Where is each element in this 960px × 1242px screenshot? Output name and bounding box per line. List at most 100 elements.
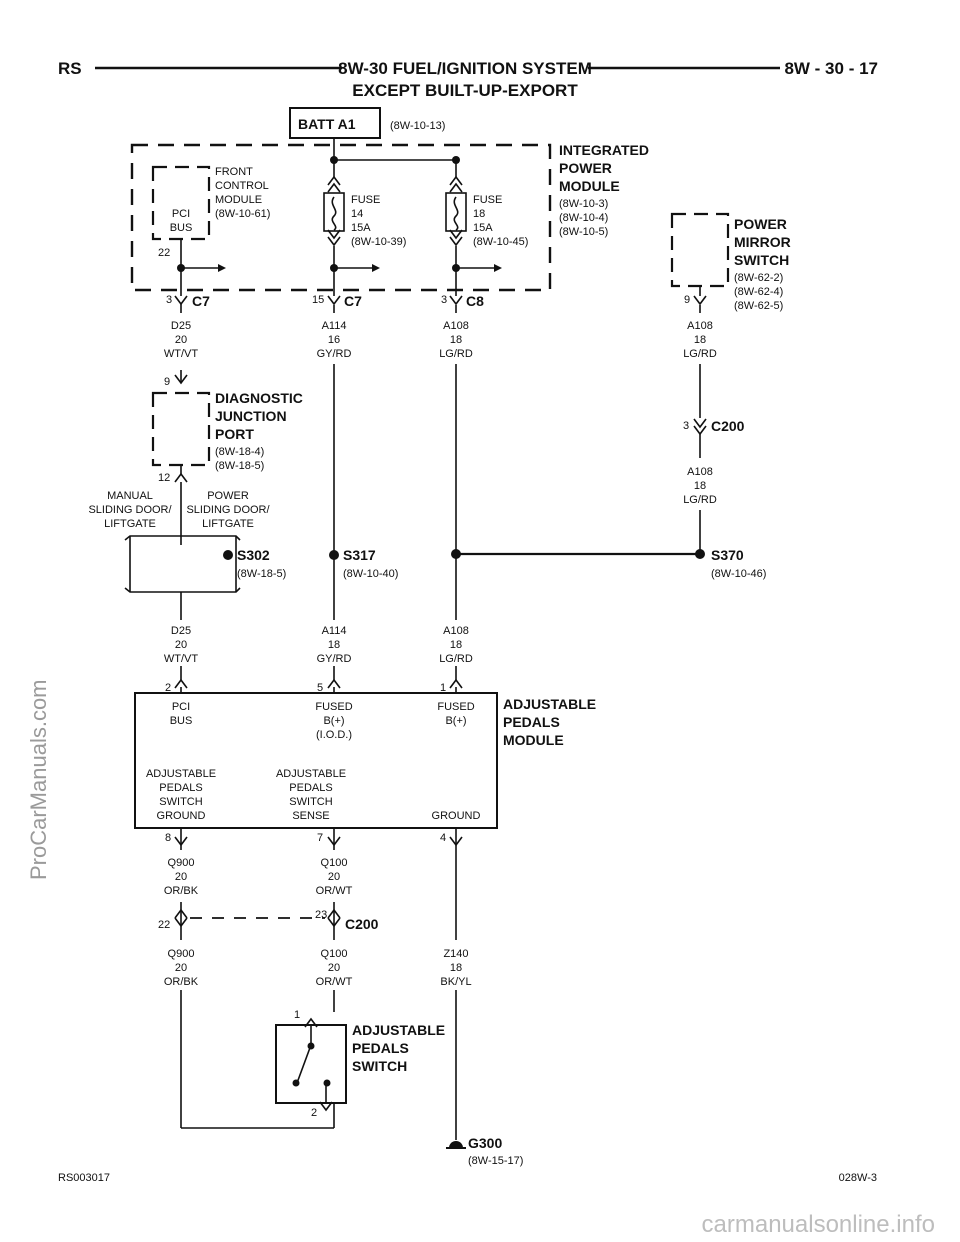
wire-d25-top-2: 20 — [175, 334, 187, 346]
wire-q900-bot-1: Q900 — [168, 948, 195, 960]
c200a-chevron — [693, 418, 707, 428]
fuse14-internal-dot — [330, 264, 338, 272]
wire-z140-3: BK/YL — [440, 976, 471, 988]
fcm-pin: 22 — [158, 247, 170, 259]
apm-fused-iod-3: (I.O.D.) — [316, 729, 352, 741]
fuse18-top-chevron2 — [449, 183, 463, 193]
ipm-ref-2: (8W-10-4) — [559, 212, 608, 224]
s370-name: S370 — [711, 547, 744, 563]
g300-name: G300 — [468, 1135, 502, 1151]
s317-splice-dot — [329, 550, 339, 560]
aps-contact-left — [292, 1079, 300, 1087]
batt-ref: (8W-10-13) — [390, 120, 445, 132]
fuse14-arrow — [372, 264, 380, 272]
pms-title-3: SWITCH — [734, 252, 789, 268]
wire-q900-bot-3: OR/BK — [164, 976, 199, 988]
ipm-ref-3: (8W-10-5) — [559, 226, 608, 238]
fuse18-internal-dot — [452, 264, 460, 272]
wire-a114-bot-2: 18 — [328, 639, 340, 651]
aps-title-1: ADJUSTABLE — [352, 1022, 445, 1038]
wire-q100-top-1: Q100 — [321, 857, 348, 869]
apm-pin-8: 8 — [165, 832, 171, 844]
wire-a108-top-3: LG/RD — [439, 348, 473, 360]
wire-a108-top-1: A108 — [443, 320, 469, 332]
apm-sw-ground-3: SWITCH — [159, 796, 202, 808]
fcm-pin-label-1: PCI — [172, 208, 190, 220]
c7a-name: C7 — [192, 293, 210, 309]
fuse14-line-2: 14 — [351, 208, 363, 220]
wire-d25-bot-3: WT/VT — [164, 653, 198, 665]
ipm-ref-1: (8W-10-3) — [559, 198, 608, 210]
c200a-pin: 3 — [683, 420, 689, 432]
aps-pin-bot: 2 — [311, 1107, 317, 1119]
apm-pin-5: 5 — [317, 682, 323, 694]
wire-q900-top-2: 20 — [175, 871, 187, 883]
djp-title-1: DIAGNOSTIC — [215, 390, 303, 406]
wire-a108-bot-1: A108 — [443, 625, 469, 637]
option-power-1: POWER — [207, 490, 249, 502]
footer-right: 028W-3 — [839, 1172, 877, 1184]
c200b-name: C200 — [345, 916, 379, 932]
c8-pin: 3 — [441, 294, 447, 306]
apm-title-2: PEDALS — [503, 714, 560, 730]
fuse14-line-4: (8W-10-39) — [351, 236, 406, 248]
wire-q900-top-1: Q900 — [168, 857, 195, 869]
wire-d25-bot-2: 20 — [175, 639, 187, 651]
apm-pci-1: PCI — [172, 701, 190, 713]
djp-title-3: PORT — [215, 426, 254, 442]
wire-q100-bot-1: Q100 — [321, 948, 348, 960]
wire-z140-2: 18 — [450, 962, 462, 974]
apm-title-1: ADJUSTABLE — [503, 696, 596, 712]
wire-a114-top-2: 16 — [328, 334, 340, 346]
pms-ref-2: (8W-62-4) — [734, 286, 783, 298]
apm-sw-sense-1: ADJUSTABLE — [276, 768, 346, 780]
batt-bus-dot-right — [452, 156, 460, 164]
apm-pin2-chevron — [174, 679, 188, 689]
pms-title-1: POWER — [734, 216, 787, 232]
wire-a108-pms-3: LG/RD — [683, 348, 717, 360]
pms-title-2: MIRROR — [734, 234, 791, 250]
aps-contact-top — [307, 1042, 315, 1050]
option-manual-1: MANUAL — [107, 490, 153, 502]
fuse14-line-1: FUSE — [351, 194, 380, 206]
c8-name: C8 — [466, 293, 484, 309]
c7b-pin: 15 — [312, 294, 324, 306]
aps-contact-right — [323, 1079, 331, 1087]
wire-q900-bot-2: 20 — [175, 962, 187, 974]
fcm-pin-label-2: BUS — [170, 222, 193, 234]
ipm-title-3: MODULE — [559, 178, 620, 194]
c7-fuse14-connector-chevron — [327, 295, 341, 305]
ipm-title-1: INTEGRATED — [559, 142, 649, 158]
option-manual-2: SLIDING DOOR/ — [88, 504, 172, 516]
c200b-pin-left: 22 — [158, 919, 170, 931]
s317-name: S317 — [343, 547, 376, 563]
apm-fused-iod-2: B(+) — [323, 715, 344, 727]
option-power-3: LIFTGATE — [202, 518, 254, 530]
watermark-side: ProCarManuals.com — [26, 679, 51, 880]
apm-fused-2: B(+) — [445, 715, 466, 727]
wire-q100-bot-3: OR/WT — [316, 976, 353, 988]
pms-ref-1: (8W-62-2) — [734, 272, 783, 284]
wire-a108-bot-3: LG/RD — [439, 653, 473, 665]
apm-sw-sense-3: SWITCH — [289, 796, 332, 808]
wire-q100-top-3: OR/WT — [316, 885, 353, 897]
s302-splice-dot — [223, 550, 233, 560]
batt-label: BATT A1 — [298, 116, 356, 132]
wire-a108-c200-1: A108 — [687, 466, 713, 478]
fuse18-arrow — [494, 264, 502, 272]
djp-ref-1: (8W-18-4) — [215, 446, 264, 458]
fcm-title-3: MODULE — [215, 194, 262, 206]
wire-z140-1: Z140 — [443, 948, 468, 960]
header-title-line1: 8W-30 FUEL/IGNITION SYSTEM — [338, 59, 592, 78]
apm-sw-sense-2: PEDALS — [289, 782, 332, 794]
s302-ref: (8W-18-5) — [237, 568, 286, 580]
wire-a114-top-3: GY/RD — [317, 348, 352, 360]
fuse18-line-1: FUSE — [473, 194, 502, 206]
pms-ref-3: (8W-62-5) — [734, 300, 783, 312]
fcm-title-2: CONTROL — [215, 180, 269, 192]
fcm-internal-dot — [177, 264, 185, 272]
fcm-arrow — [218, 264, 226, 272]
fuse18-line-2: 18 — [473, 208, 485, 220]
s370-ref: (8W-10-46) — [711, 568, 766, 580]
apm-pin5-chevron — [327, 679, 341, 689]
